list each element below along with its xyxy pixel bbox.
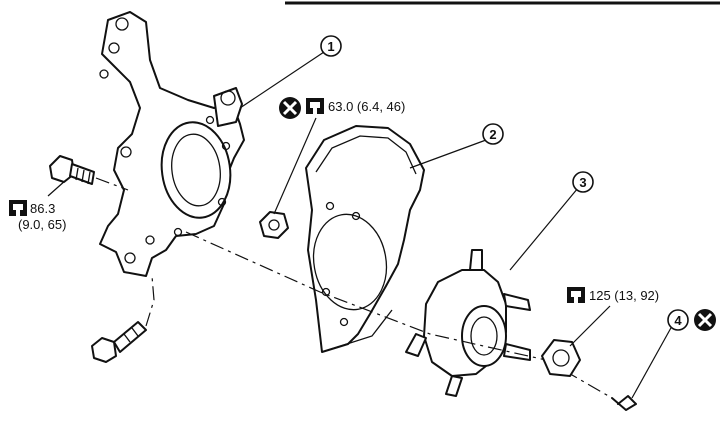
torque-knuckle-nut: 63.0 (6.4, 46)	[328, 99, 405, 114]
callout-4: 4	[667, 309, 689, 331]
torque-knuckle-bolt-line2: (9.0, 65)	[18, 217, 66, 232]
callout-2: 2	[482, 123, 504, 145]
svg-text:3: 3	[579, 175, 586, 190]
knuckle-bolt-lower	[91, 321, 147, 363]
leader-4	[631, 325, 673, 399]
torque-wrench-icon	[306, 98, 324, 114]
svg-text:4: 4	[674, 313, 682, 328]
leader-knuckle-bolt	[47, 179, 67, 197]
steering-knuckle	[99, 11, 245, 277]
leader-knuckle-nut	[273, 117, 317, 215]
torque-wrench-icon	[567, 287, 585, 303]
leader-2	[409, 139, 487, 169]
leader-1	[239, 51, 325, 109]
splash-guard	[305, 125, 425, 353]
torque-hub-nut: 125 (13, 92)	[589, 288, 659, 303]
callout-3: 3	[572, 171, 594, 193]
do-not-reuse-icon	[279, 97, 301, 119]
do-not-reuse-icon	[694, 309, 716, 331]
knuckle-bolt-upper	[49, 155, 95, 185]
hub-nut	[541, 339, 581, 377]
torque-knuckle-bolt-line1: 86.3	[30, 201, 55, 216]
svg-text:1: 1	[327, 39, 334, 54]
leader-3	[509, 187, 579, 271]
cotter-pin	[611, 395, 637, 411]
svg-text:2: 2	[489, 127, 496, 142]
wheel-hub-assembly	[405, 249, 531, 397]
torque-wrench-icon	[9, 200, 27, 216]
callout-1: 1	[320, 35, 342, 57]
leader-hub-nut	[569, 305, 611, 347]
knuckle-nut	[259, 211, 289, 239]
